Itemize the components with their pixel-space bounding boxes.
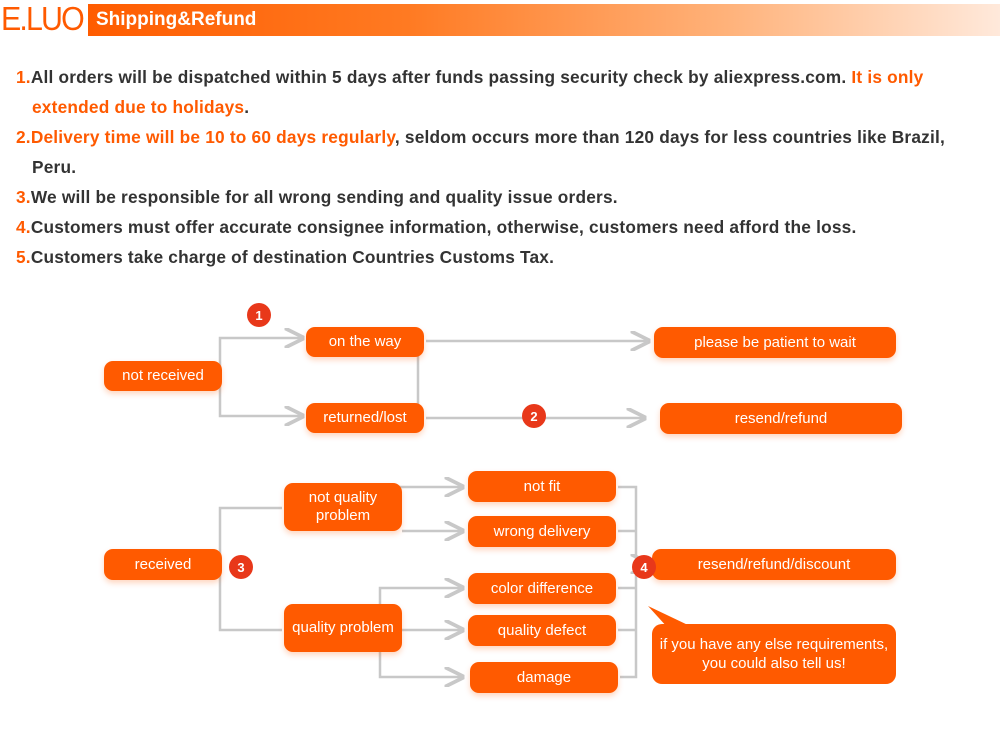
node-not-received: not received (104, 361, 222, 391)
term-item-2: 2.Delivery time will be 10 to 60 days re… (16, 122, 991, 182)
connector-line (218, 376, 302, 416)
connector-line (218, 338, 302, 378)
connector-line (618, 485, 638, 679)
term-item-3: 3.We will be responsible for all wrong s… (16, 182, 991, 212)
node-returned-lost: returned/lost (306, 403, 424, 433)
term-number: 3. (16, 187, 31, 207)
connector-line (378, 588, 462, 604)
node-not-fit: not fit (468, 471, 616, 502)
term-number: 1. (16, 67, 31, 87)
term-item-4: 4.Customers must offer accurate consigne… (16, 212, 991, 242)
step-badge-1: 1 (247, 303, 271, 327)
header: E.LUO Shipping&Refund (0, 0, 1000, 38)
section-title-bar: Shipping&Refund (88, 4, 1000, 36)
term-item-1: 1.All orders will be dispatched within 5… (16, 62, 991, 122)
node-resend-refund-discount: resend/refund/discount (652, 549, 896, 580)
node-color-difference: color difference (468, 573, 616, 604)
term-number: 5. (16, 247, 31, 267)
node-please-wait: please be patient to wait (654, 327, 896, 358)
node-quality-defect: quality defect (468, 615, 616, 646)
term-text: . (244, 97, 250, 117)
node-not-quality-problem: not quality problem (284, 483, 402, 531)
term-text: All orders will be dispatched within 5 d… (30, 67, 852, 87)
connector-line (218, 565, 282, 632)
note-line: if you have any else requirements, (659, 636, 889, 653)
term-text: Customers must offer accurate consignee … (30, 217, 857, 237)
term-item-5: 5.Customers take charge of destination C… (16, 242, 991, 272)
connector-line (218, 506, 282, 567)
node-on-the-way: on the way (306, 327, 424, 357)
term-highlight: Delivery time will be 10 to 60 days regu… (30, 127, 395, 147)
node-resend-refund: resend/refund (660, 403, 902, 434)
step-badge-4: 4 (632, 555, 656, 579)
term-number: 2. (16, 127, 31, 147)
step-badge-3: 3 (229, 555, 253, 579)
node-damage: damage (470, 662, 618, 693)
term-text: , seldom occurs more than 120 days for l… (32, 127, 945, 177)
connector-line (378, 652, 462, 677)
term-number: 4. (16, 217, 31, 237)
node-quality-problem: quality problem (284, 604, 402, 652)
node-wrong-delivery: wrong delivery (468, 516, 616, 547)
step-badge-2: 2 (522, 404, 546, 428)
note-bubble: if you have any else requirements, you c… (652, 624, 896, 684)
section-title: Shipping&Refund (96, 9, 257, 30)
term-text: Customers take charge of destination Cou… (30, 247, 555, 267)
term-highlight: It is only extended due to holidays (32, 67, 924, 117)
note-bubble-tail (648, 606, 690, 628)
node-received: received (104, 549, 222, 580)
brand-logo: E.LUO (1, 0, 85, 37)
note-line: you could also tell us! (702, 655, 846, 672)
term-text: We will be responsible for all wrong sen… (30, 187, 618, 207)
terms-list: 1.All orders will be dispatched within 5… (16, 62, 991, 272)
